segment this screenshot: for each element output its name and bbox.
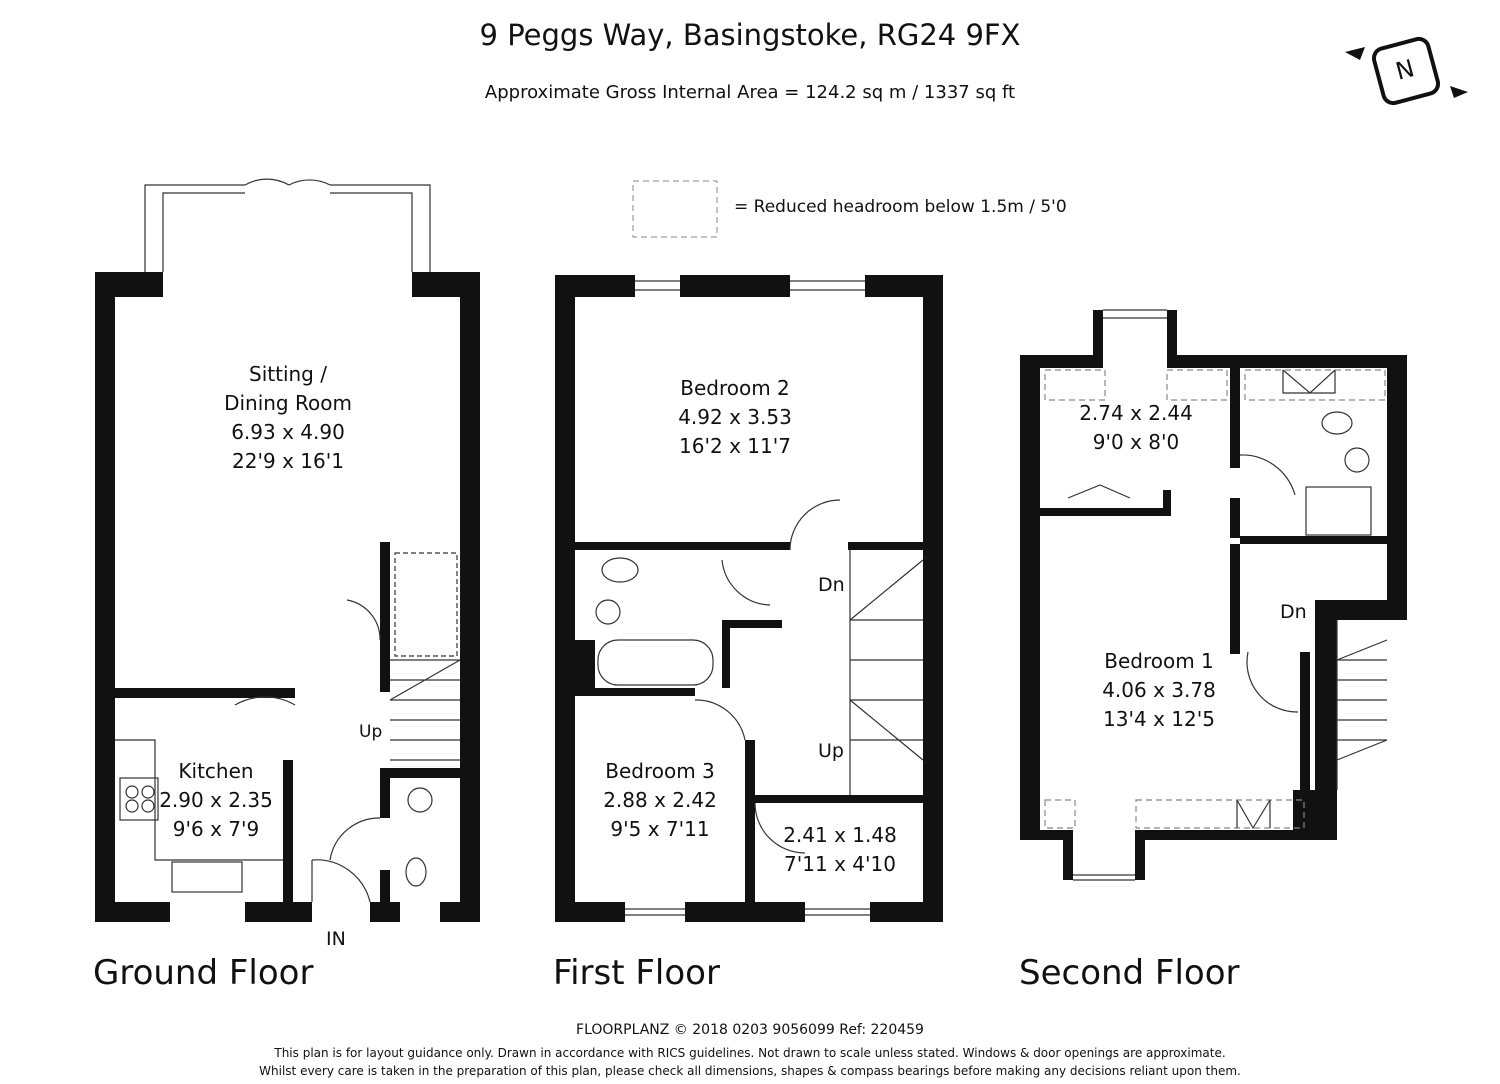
room-bedroom-1: Bedroom 1 4.06 x 3.78 13'4 x 12'5: [1102, 647, 1216, 734]
room-size-metric: 6.93 x 4.90: [231, 420, 345, 444]
second-floor-title: Second Floor: [1019, 953, 1240, 993]
gross-internal-area: Approximate Gross Internal Area = 124.2 …: [484, 82, 1016, 103]
room-size-imperial: 9'5 x 7'11: [610, 817, 710, 841]
room-bedroom-2: Bedroom 2 4.92 x 3.53 16'2 x 11'7: [678, 374, 792, 461]
ground-floor-title: Ground Floor: [93, 953, 314, 993]
stairs-down-label: Dn: [818, 574, 845, 596]
second-floor-plan: [1020, 309, 1407, 881]
room-size-metric: 2.74 x 2.44: [1079, 401, 1193, 425]
first-floor-title: First Floor: [553, 953, 720, 993]
room-sitting-dining: Sitting / Dining Room 6.93 x 4.90 22'9 x…: [224, 360, 352, 476]
room-size-imperial: 9'6 x 7'9: [172, 817, 260, 841]
room-bedroom-3: Bedroom 3 2.88 x 2.42 9'5 x 7'11: [603, 757, 717, 844]
room-name: Bedroom 1: [1104, 649, 1214, 673]
room-dressing: 2.74 x 2.44 9'0 x 8'0: [1079, 399, 1193, 457]
room-kitchen: Kitchen 2.90 x 2.35 9'6 x 7'9: [159, 757, 273, 844]
room-size-metric: 4.06 x 3.78: [1102, 678, 1216, 702]
room-name: Bedroom 3: [605, 759, 715, 783]
room-size-imperial: 7'11 x 4'10: [784, 852, 896, 876]
room-size-metric: 4.92 x 3.53: [678, 405, 792, 429]
page-title: 9 Peggs Way, Basingstoke, RG24 9FX: [479, 18, 1021, 52]
footer-disclaimer-2: Whilst every care is taken in the prepar…: [259, 1064, 1241, 1078]
room-size-imperial: 22'9 x 16'1: [232, 449, 344, 473]
first-floor-plan: [555, 275, 943, 922]
compass-icon: [1345, 36, 1468, 106]
room-name: Sitting /: [249, 362, 327, 386]
footer-credit: FLOORPLANZ © 2018 0203 9056099 Ref: 2204…: [576, 1022, 924, 1038]
ground-floor-plan: [95, 178, 480, 922]
footer-disclaimer-1: This plan is for layout guidance only. D…: [274, 1046, 1226, 1060]
reduced-headroom-legend-box: [632, 180, 718, 238]
headroom-legend-text: = Reduced headroom below 1.5m / 5'0: [734, 197, 1067, 217]
room-size-imperial: 9'0 x 8'0: [1092, 430, 1180, 454]
room-size-metric: 2.88 x 2.42: [603, 788, 717, 812]
stairs-up-label: Up: [818, 740, 844, 762]
room-name: Kitchen: [178, 759, 254, 783]
room-name: Dining Room: [224, 391, 352, 415]
room-name: Bedroom 2: [680, 376, 790, 400]
room-study: 2.41 x 1.48 7'11 x 4'10: [783, 821, 897, 879]
room-size-metric: 2.90 x 2.35: [159, 788, 273, 812]
entrance-label: IN: [326, 928, 346, 950]
stairs-up-label: Up: [359, 722, 383, 742]
stairs-down-label: Dn: [1280, 601, 1307, 623]
room-size-imperial: 16'2 x 11'7: [679, 434, 791, 458]
room-size-imperial: 13'4 x 12'5: [1103, 707, 1215, 731]
room-size-metric: 2.41 x 1.48: [783, 823, 897, 847]
